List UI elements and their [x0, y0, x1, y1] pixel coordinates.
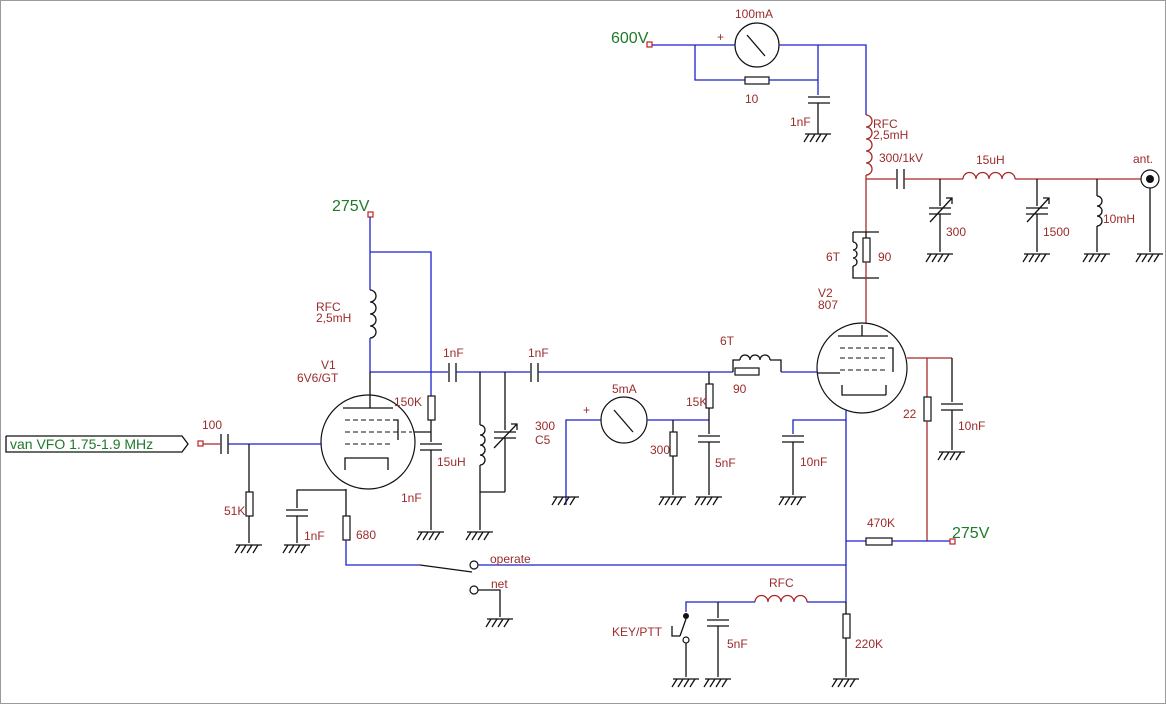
label-807: 807 — [818, 298, 838, 312]
label-plus-grid: + — [583, 403, 590, 417]
label-6t-plate: 6T — [826, 250, 841, 264]
vfo-input-label: van VFO 1.75-1.9 MHz — [10, 436, 153, 452]
label-220k: 220K — [855, 637, 883, 651]
resistor-470k — [865, 537, 893, 546]
label-1nf-a: 1nF — [443, 346, 464, 360]
key-contact-icon — [679, 618, 687, 637]
label-90-plate: 90 — [878, 250, 892, 264]
ammeter-100ma-icon — [734, 22, 780, 68]
parasitic-6t-grid-icon — [739, 354, 771, 361]
pi-network — [866, 169, 1164, 263]
label-15uh-out: 15uH — [976, 153, 1005, 167]
rfc-v1-plate-icon — [369, 289, 377, 339]
label-c5: C5 — [535, 433, 551, 447]
resistor-680 — [342, 515, 351, 541]
b2-terminal — [949, 538, 956, 545]
label-1nf-b: 1nF — [528, 346, 549, 360]
switch-lever-icon — [419, 564, 473, 573]
label-key-ptt: KEY/PTT — [612, 625, 663, 639]
operate-switch — [419, 560, 846, 628]
label-v2: V2 — [818, 286, 833, 300]
label-6v6gt: 6V6/GT — [297, 371, 339, 385]
label-1nf-screen: 1nF — [401, 491, 422, 505]
tube-v1-6v6 — [320, 372, 416, 516]
b1-voltage-label: 275V — [332, 198, 370, 215]
resistor-51k — [245, 491, 254, 517]
label-v1: V1 — [321, 358, 336, 372]
label-c5-value: 300 — [535, 419, 555, 433]
rfc-10mh-icon — [1096, 195, 1103, 227]
variable-cap-1500-icon — [1026, 197, 1050, 223]
keying-circuit — [671, 565, 860, 688]
label-10nf-screen: 10nF — [958, 419, 985, 433]
label-rfc-key: RFC — [769, 576, 794, 590]
ground-icon — [803, 133, 832, 143]
resistor-90-grid — [734, 367, 760, 376]
label-plus-hv: + — [717, 30, 724, 44]
label-150k: 150K — [394, 395, 422, 409]
label-net: net — [491, 577, 508, 591]
label-100ma: 100mA — [735, 7, 773, 21]
label-51k: 51K — [224, 504, 245, 518]
grid-meter-circuit — [551, 372, 723, 506]
label-vc-1500: 1500 — [1043, 225, 1070, 239]
label-10mh: 10mH — [1103, 212, 1135, 226]
resistor-300 — [669, 431, 678, 457]
label-5ma: 5mA — [612, 382, 637, 396]
parasitic-6t-icon — [852, 241, 858, 267]
label-15k: 15K — [686, 395, 707, 409]
label-rfc-top-value: 2,5mH — [873, 128, 908, 142]
label-1nf-top: 1nF — [790, 115, 811, 129]
hv-voltage-label: 600V — [611, 30, 649, 47]
resistor-150k — [427, 395, 436, 421]
label-300: 300 — [650, 443, 670, 457]
tube-v2-807 — [816, 322, 908, 414]
label-ant: ant. — [1133, 152, 1153, 166]
v1-circuit — [367, 211, 818, 541]
label-1nf-cathode: 1nF — [304, 529, 325, 543]
b2-voltage-label: 275V — [952, 525, 990, 542]
vfo-input-flag — [5, 435, 189, 453]
label-rfc-v1: RFC — [316, 300, 341, 314]
input-network — [5, 434, 420, 566]
hv-supply — [646, 22, 873, 232]
resistor-22 — [923, 396, 932, 422]
label-5nf-key: 5nF — [727, 637, 748, 651]
label-operate: operate — [490, 552, 531, 566]
inductor-15uh-icon — [962, 171, 1016, 180]
label-rfc-v1-value: 2,5mH — [316, 311, 351, 325]
label-vc-300: 300 — [946, 225, 966, 239]
resistor-10 — [744, 76, 770, 85]
tank-variable-cap-icon — [493, 423, 518, 449]
resistor-90-plate — [862, 237, 871, 263]
label-90-grid: 90 — [733, 382, 747, 396]
label-5nf-grid: 5nF — [715, 456, 736, 470]
tank-coil-15uh-icon — [479, 424, 486, 466]
resistor-220k — [842, 613, 851, 639]
tube-v1-icon — [320, 394, 416, 490]
v2-screen-circuit — [778, 357, 966, 565]
label-15uh-tank: 15uH — [437, 455, 466, 469]
label-470k: 470K — [867, 516, 895, 530]
ammeter-5ma-icon — [600, 396, 648, 444]
label-rfc-top: RFC — [873, 117, 898, 131]
rfc-key-icon — [754, 594, 808, 603]
label-6t-grid: 6T — [720, 334, 735, 348]
label-22: 22 — [903, 407, 917, 421]
label-r10: 10 — [745, 92, 759, 106]
label-100: 100 — [202, 418, 222, 432]
label-10nf-cathode: 10nF — [800, 455, 827, 469]
label-680: 680 — [356, 528, 376, 542]
rfc-choke-plate-icon — [865, 114, 873, 176]
tube-v2-icon — [816, 322, 908, 414]
plate-parasitic — [852, 231, 879, 325]
label-300-1kv: 300/1kV — [879, 151, 923, 165]
variable-cap-300-icon — [929, 197, 953, 223]
